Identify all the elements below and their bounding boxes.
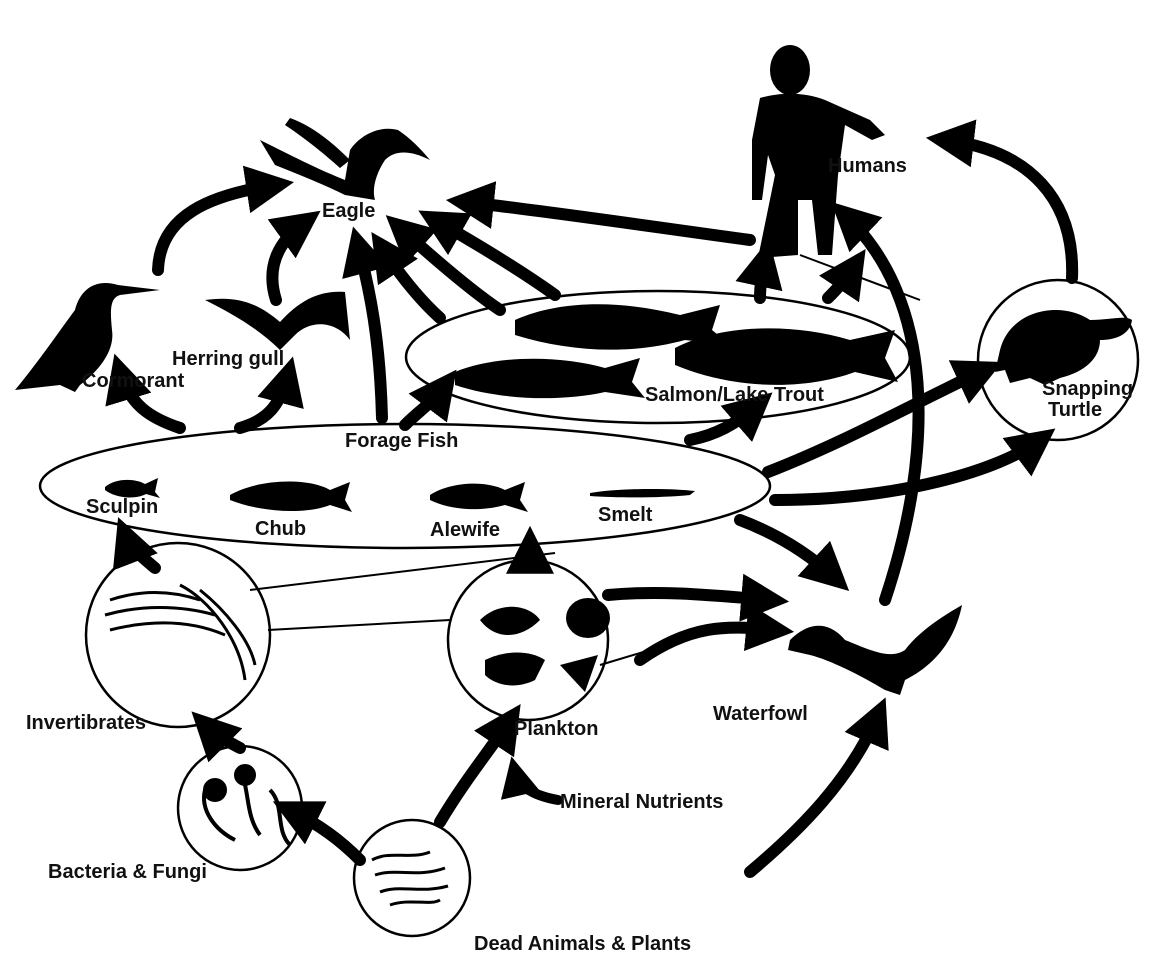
label-dead-animals-plants: Dead Animals & Plants [474,933,691,955]
label-turtle: Turtle [1048,399,1102,421]
label-invertibrates: Invertibrates [26,712,146,734]
arrow-turtle-humans [945,140,1072,278]
label-cormorant: Cormorant [82,370,185,392]
arrow-dead-waterfowl [750,715,878,872]
arrow-salmon-humans-1 [760,258,765,298]
arrow-plankton-waterfowl-2 [640,628,775,660]
waterfowl-icon [788,605,962,695]
label-plankton: Plankton [514,718,598,740]
label-sculpin: Sculpin [86,496,158,518]
arrow-dead-plankton [440,720,510,822]
label-humans: Humans [828,155,907,177]
bacteria-fungi-circle [178,746,302,870]
arrow-gull-eagle [272,222,305,300]
arrow-bacteria-invert [205,725,240,748]
arrow-turtle-eagle [465,202,750,240]
label-mineral-nutrients: Mineral Nutrients [560,791,723,813]
arrow-cormorant-eagle [158,185,275,270]
label-salmon-trout: Salmon/Lake Trout [645,384,824,406]
arrow-forage-waterfowl [740,520,835,578]
arrow-salmon-eagle-3 [435,220,555,295]
label-snapping: Snapping [1042,378,1133,400]
arrow-plankton-waterfowl [608,593,770,600]
arrow-forage-gull [240,375,288,428]
label-bacteria-fungi: Bacteria & Fungi [48,861,207,883]
label-forage-fish: Forage Fish [345,430,458,452]
label-chub: Chub [255,518,306,540]
plankton-circle [448,560,608,720]
arrow-nutrients-plankton [515,772,558,800]
arrow-dead-bacteria [290,810,360,860]
dead-animals-circle [354,820,470,936]
eagle-icon [260,118,430,200]
arrow-forage-salmon [405,385,445,425]
label-waterfowl: Waterfowl [713,703,808,725]
label-herring-gull: Herring gull [172,348,284,370]
arrow-forage-eagle [358,245,382,418]
human-icon [752,45,885,258]
label-smelt: Smelt [598,504,653,526]
label-alewife: Alewife [430,519,500,541]
label-eagle: Eagle [322,200,375,222]
